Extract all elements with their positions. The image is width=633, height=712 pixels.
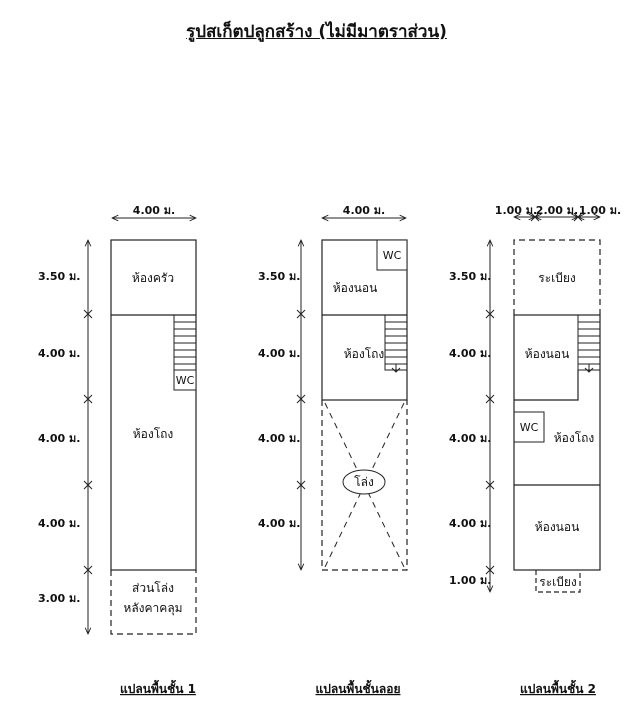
wc-box — [376, 239, 408, 271]
top-dim-label-1: 1.00 ม. — [495, 204, 537, 217]
bedroom-wall — [514, 370, 579, 401]
dimension-ticks — [530, 212, 583, 222]
caption-floor-1: แปลนพื้นชั้น 1 — [120, 679, 196, 696]
void-outline — [321, 400, 408, 571]
wc-box — [513, 411, 545, 443]
stairs-icon — [173, 314, 197, 371]
room-hall: ห้องโถง — [133, 427, 174, 441]
room-balcony-bottom: ระเบียง — [539, 575, 577, 589]
dim-label-3: 4.00 ม. — [449, 432, 491, 445]
width-dimension-label: 4.00 ม. — [133, 204, 175, 217]
room-covered-roof: หลังคาคลุม — [123, 601, 182, 616]
dim-label-1: 3.50 ม. — [38, 270, 80, 283]
wc-label: WC — [176, 374, 195, 387]
dim-label-1: 3.50 ม. — [449, 270, 491, 283]
plan-floor-2: 1.00 ม. 2.00 ม. 1.00 ม. 3.50 ม. 4.00 ม. … — [449, 204, 621, 696]
dim-label-2: 4.00 ม. — [449, 347, 491, 360]
open-area-outline — [110, 570, 197, 635]
dimension-ticks — [83, 309, 93, 575]
dim-label-1: 3.50 ม. — [258, 270, 300, 283]
room-void: โล่ง — [354, 475, 374, 489]
room-bedroom-1: ห้องนอน — [525, 347, 570, 361]
dim-label-4: 4.00 ม. — [38, 517, 80, 530]
balcony-bottom-outline — [535, 570, 581, 593]
dim-label-3: 4.00 ม. — [258, 432, 300, 445]
room-balcony-top: ระเบียง — [538, 271, 576, 285]
dim-label-5: 3.00 ม. — [38, 592, 80, 605]
dim-label-5: 1.00 ม. — [449, 574, 491, 587]
dimension-ticks — [485, 309, 495, 575]
stairs-icon — [577, 314, 601, 373]
top-dim-label-3: 1.00 ม. — [579, 204, 621, 217]
plan-floor-1: 4.00 ม. 3.50 ม. 4.00 ม. 4.00 ม. 4.00 ม. … — [38, 204, 196, 696]
plan-mezzanine: 4.00 ม. 3.50 ม. 4.00 ม. 4.00 ม. 4.00 ม. … — [258, 204, 408, 696]
wc-label: WC — [383, 249, 402, 262]
room-hall: ห้องโถง — [344, 347, 385, 361]
room-bedroom-2: ห้องนอน — [535, 520, 580, 534]
dim-label-2: 4.00 ม. — [258, 347, 300, 360]
wc-box — [173, 369, 197, 391]
dim-label-2: 4.00 ม. — [38, 347, 80, 360]
room-bedroom: ห้องนอน — [333, 281, 378, 295]
room-kitchen: ห้องครัว — [132, 271, 174, 285]
top-dim-label-2: 2.00 ม. — [536, 204, 578, 217]
dim-label-4: 4.00 ม. — [449, 517, 491, 530]
caption-mezzanine: แปลนพื้นชั้นลอย — [316, 679, 401, 696]
building-outline — [110, 239, 197, 571]
page-title: รูปสเก็ตปลูกสร้าง (ไม่มีมาตราส่วน) — [186, 22, 447, 42]
void-label-ellipse — [342, 469, 386, 495]
dim-label-3: 4.00 ม. — [38, 432, 80, 445]
wc-label: WC — [520, 421, 539, 434]
stairs-icon — [384, 314, 408, 373]
room-open-area: ส่วนโล่ง — [132, 581, 174, 595]
room-hall: ห้องโถง — [554, 431, 595, 445]
dimension-ticks — [296, 309, 306, 490]
caption-floor-2: แปลนพื้นชั้น 2 — [520, 679, 596, 696]
dim-label-4: 4.00 ม. — [258, 517, 300, 530]
width-dimension-label: 4.00 ม. — [343, 204, 385, 217]
